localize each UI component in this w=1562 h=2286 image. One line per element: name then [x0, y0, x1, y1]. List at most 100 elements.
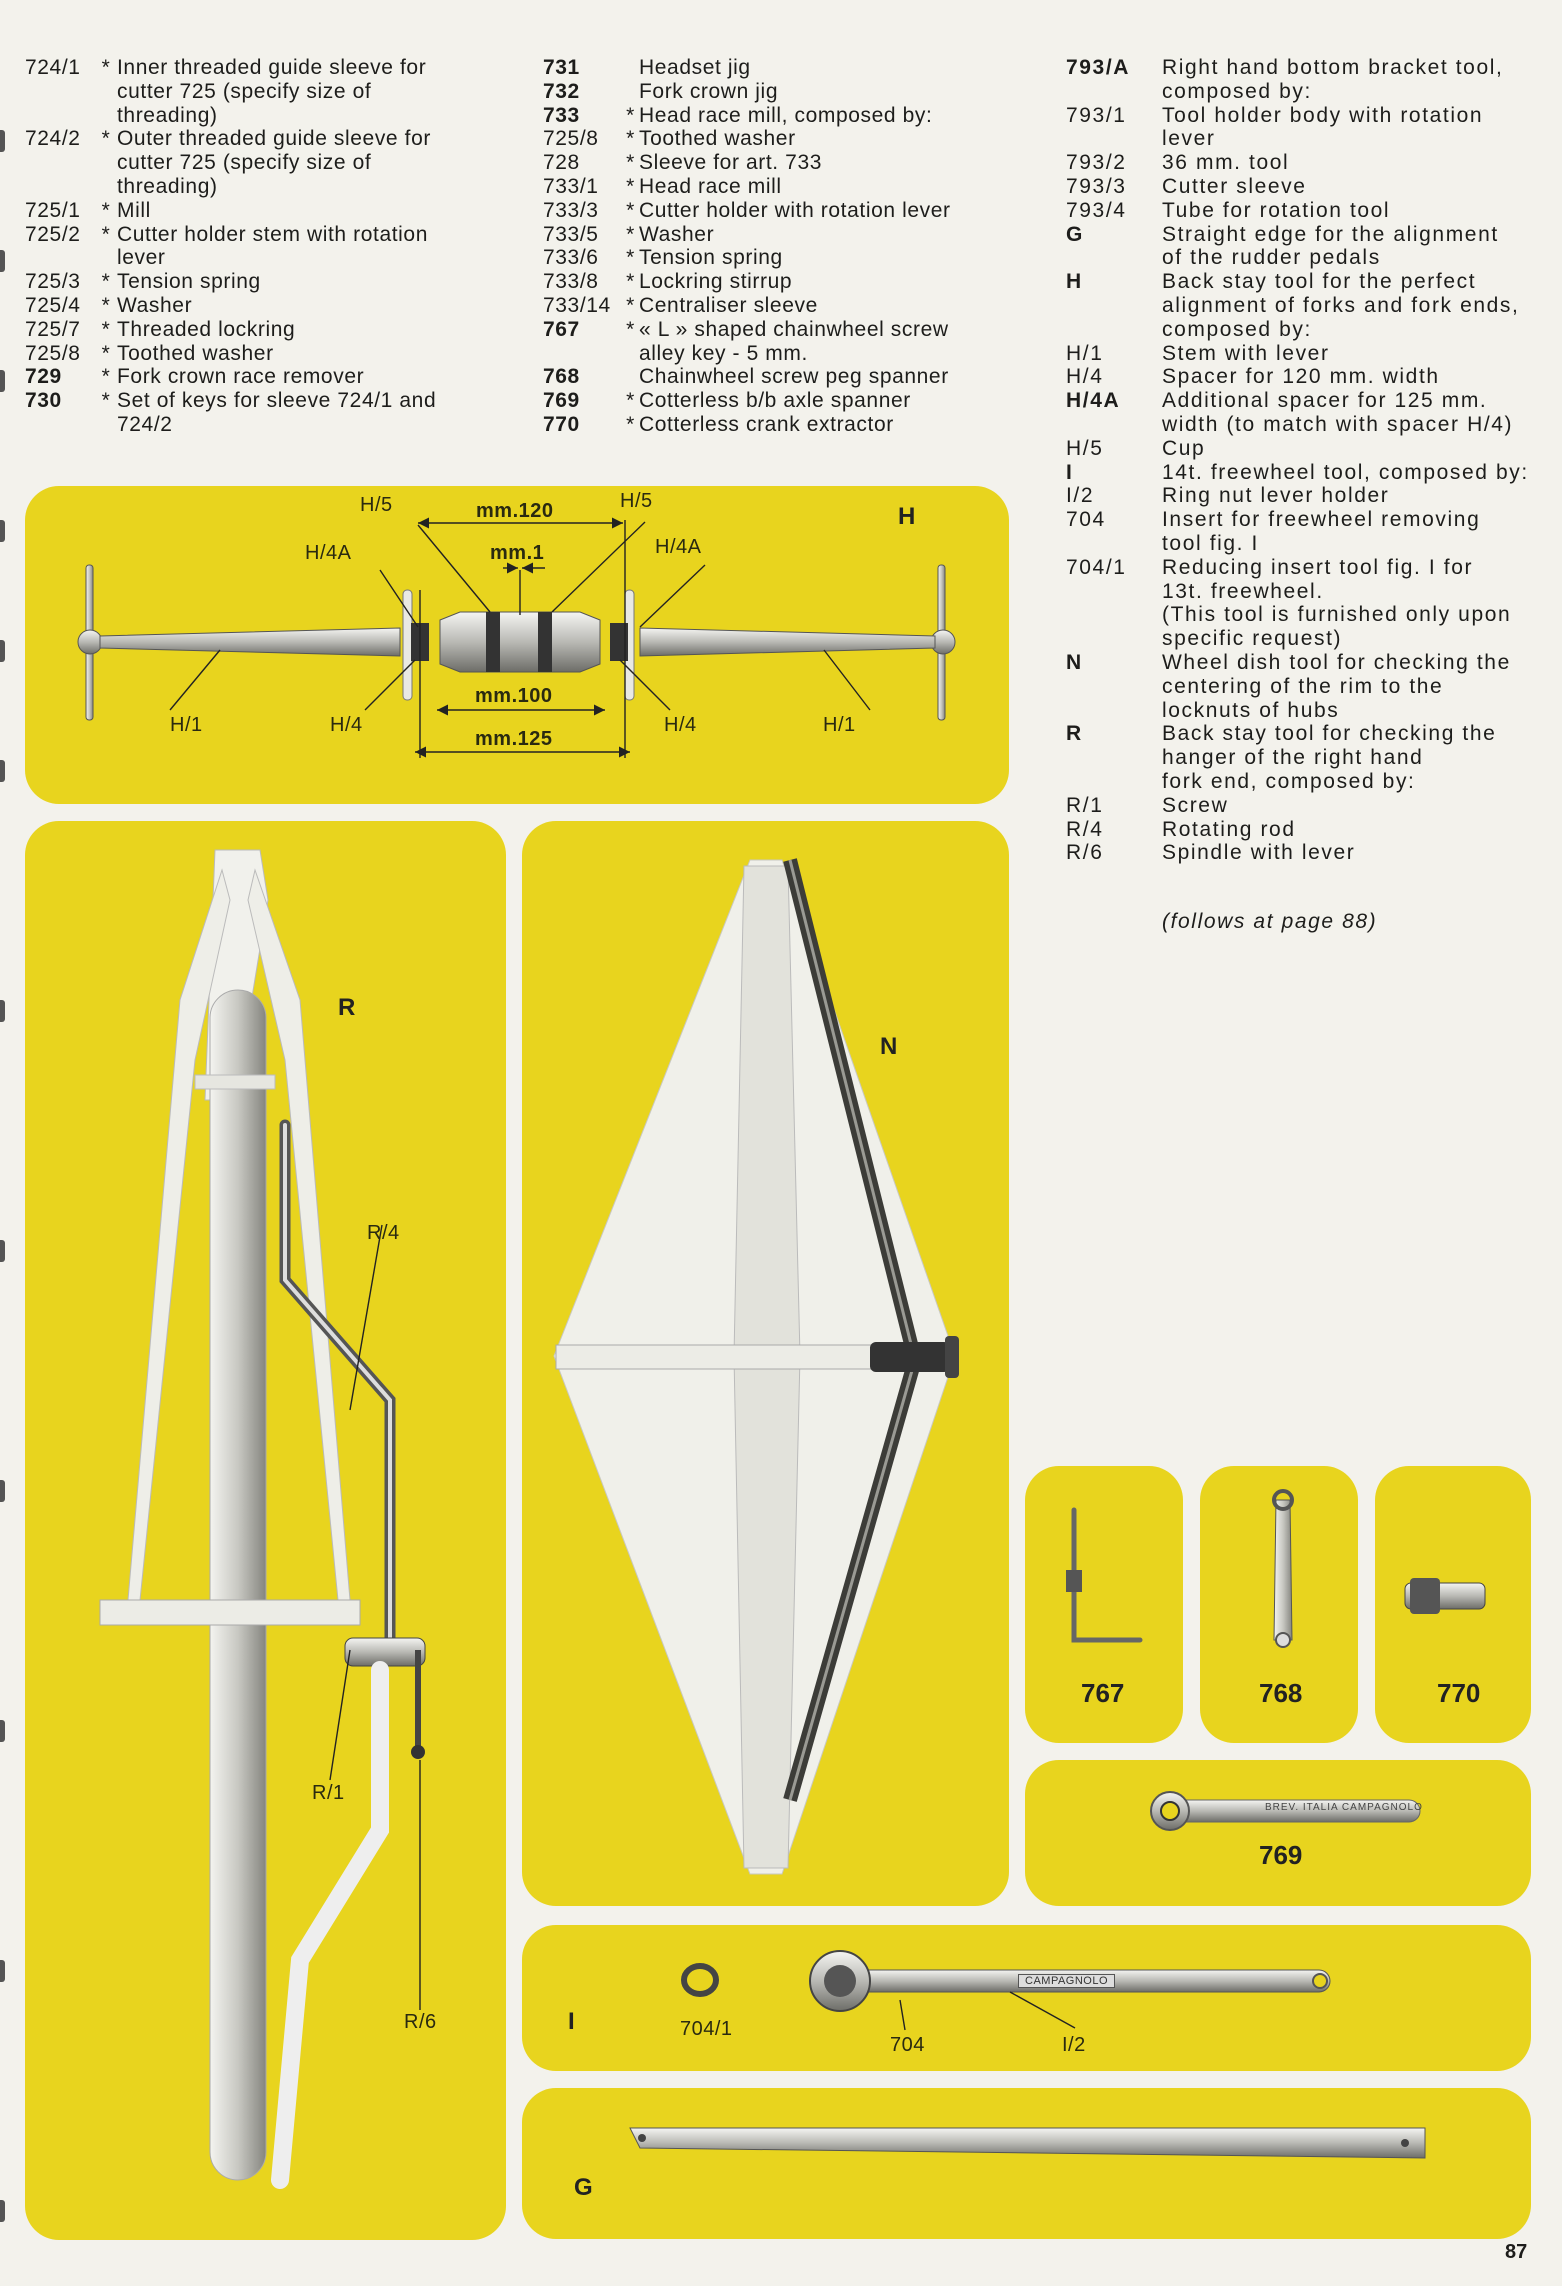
asterisk-marker: *	[626, 127, 635, 151]
part-description: Head race mill	[639, 175, 1029, 199]
part-description: Fork crown jig	[639, 80, 1029, 104]
part-code: 733/3	[543, 198, 599, 222]
label-h5-right: H/5	[620, 490, 653, 512]
straight-edge-g-drawing	[629, 2127, 1426, 2159]
asterisk-marker: *	[626, 270, 635, 294]
part-code: 793/3	[1066, 174, 1127, 198]
part-description: Screw	[1162, 794, 1542, 818]
description-line: Washer	[639, 222, 715, 246]
part-code: 704/1	[1066, 555, 1127, 579]
label-h5-left: H/5	[360, 494, 393, 516]
description-line: Straight edge for the alignment	[1162, 222, 1499, 246]
asterisk-marker: *	[626, 174, 635, 198]
part-code: 728	[543, 151, 580, 175]
part-code: R/1	[1066, 793, 1104, 817]
parts-list-item: 733/1*Head race mill	[543, 175, 1029, 199]
part-description: Chainwheel screw peg spanner	[639, 365, 1029, 389]
part-code: 704	[1066, 508, 1106, 532]
asterisk-marker: *	[626, 246, 635, 270]
description-line: Right hand bottom bracket tool,	[1162, 56, 1504, 79]
parts-list-item: 733/14*Centraliser sleeve	[543, 294, 1029, 318]
part-code: I/2	[1066, 484, 1095, 508]
asterisk-marker: *	[101, 198, 111, 222]
part-code: 733/8	[543, 270, 599, 294]
part-code: H	[1066, 270, 1083, 294]
parts-list-item: 769*Cotterless b/b axle spanner	[543, 389, 1029, 413]
description-line: Additional spacer for 125 mm.	[1162, 389, 1488, 413]
description-line: Washer	[117, 293, 193, 317]
figure-768-title: 768	[1259, 1678, 1303, 1708]
label-i2: I/2	[1062, 2034, 1086, 2056]
label-h4-left: H/4	[330, 714, 363, 736]
description-line: 724/2	[117, 412, 173, 436]
part-code: 733/5	[543, 222, 599, 246]
r-tool-drawing	[99, 849, 426, 2189]
part-description: Head race mill, composed by:	[639, 104, 1029, 128]
description-line: alignment of forks and fork ends,	[1162, 293, 1520, 317]
description-line: Toothed washer	[117, 341, 274, 365]
parts-list-item: 728*Sleeve for art. 733	[543, 151, 1029, 175]
part-code: 725/3	[25, 270, 81, 294]
asterisk-marker: *	[101, 127, 111, 151]
part-code: N	[1066, 650, 1083, 674]
engraving-campagnolo: CAMPAGNOLO	[1018, 1974, 1116, 1988]
description-line: tool fig. I	[1162, 531, 1259, 555]
part-description: Toothed washer	[117, 342, 487, 366]
label-h4-right: H/4	[664, 714, 697, 736]
description-line: fork end, composed by:	[1162, 769, 1416, 793]
description-line: Ring nut lever holder	[1162, 484, 1390, 508]
description-line: centering of the rim to the	[1162, 674, 1444, 698]
asterisk-marker: *	[626, 222, 635, 246]
description-line: (This tool is furnished only upon	[1162, 603, 1512, 627]
description-line: Tension spring	[117, 270, 261, 294]
part-description: Stem with lever	[1162, 342, 1542, 366]
part-code: 725/8	[25, 341, 81, 365]
part-code: 793/1	[1066, 103, 1127, 127]
figure-h-title: H	[898, 503, 916, 530]
figure-i-title: I	[568, 2008, 575, 2035]
part-description: Right hand bottom bracket tool,composed …	[1162, 56, 1542, 104]
label-704-1: 704/1	[680, 2018, 733, 2040]
part-code: H/1	[1066, 341, 1104, 365]
part-code: I	[1066, 460, 1074, 484]
description-line: Cutter holder stem with rotation	[117, 222, 428, 246]
asterisk-marker: *	[101, 293, 111, 317]
parts-list-item: 725/3*Tension spring	[25, 270, 487, 294]
figure-767-panel	[1025, 1466, 1183, 1743]
parts-list-item: 725/7*Threaded lockring	[25, 318, 487, 342]
part-code: R/6	[1066, 841, 1104, 865]
part-code: R	[1066, 722, 1083, 746]
part-code: R/4	[1066, 817, 1104, 841]
part-code: 767	[543, 317, 580, 341]
asterisk-marker: *	[626, 412, 635, 436]
parts-list-item: 725/8*Toothed washer	[543, 127, 1029, 151]
figure-i-panel	[522, 1925, 1531, 2071]
part-code: H/4	[1066, 365, 1104, 389]
description-line: of the rudder pedals	[1162, 246, 1381, 270]
extractor-770-drawing	[1404, 1578, 1486, 1614]
asterisk-marker: *	[101, 56, 111, 79]
part-code: 730	[25, 389, 62, 413]
figure-770-title: 770	[1437, 1678, 1481, 1708]
parts-list-item: 725/1*Mill	[25, 199, 487, 223]
part-description: Cutter holder with rotation lever	[639, 199, 1029, 223]
spanner-768-drawing	[1272, 1489, 1294, 1648]
description-line: Cup	[1162, 436, 1206, 460]
description-line: Set of keys for sleeve 724/1 and	[117, 389, 437, 413]
part-description: Tension spring	[639, 246, 1029, 270]
description-line: threading)	[117, 103, 218, 127]
